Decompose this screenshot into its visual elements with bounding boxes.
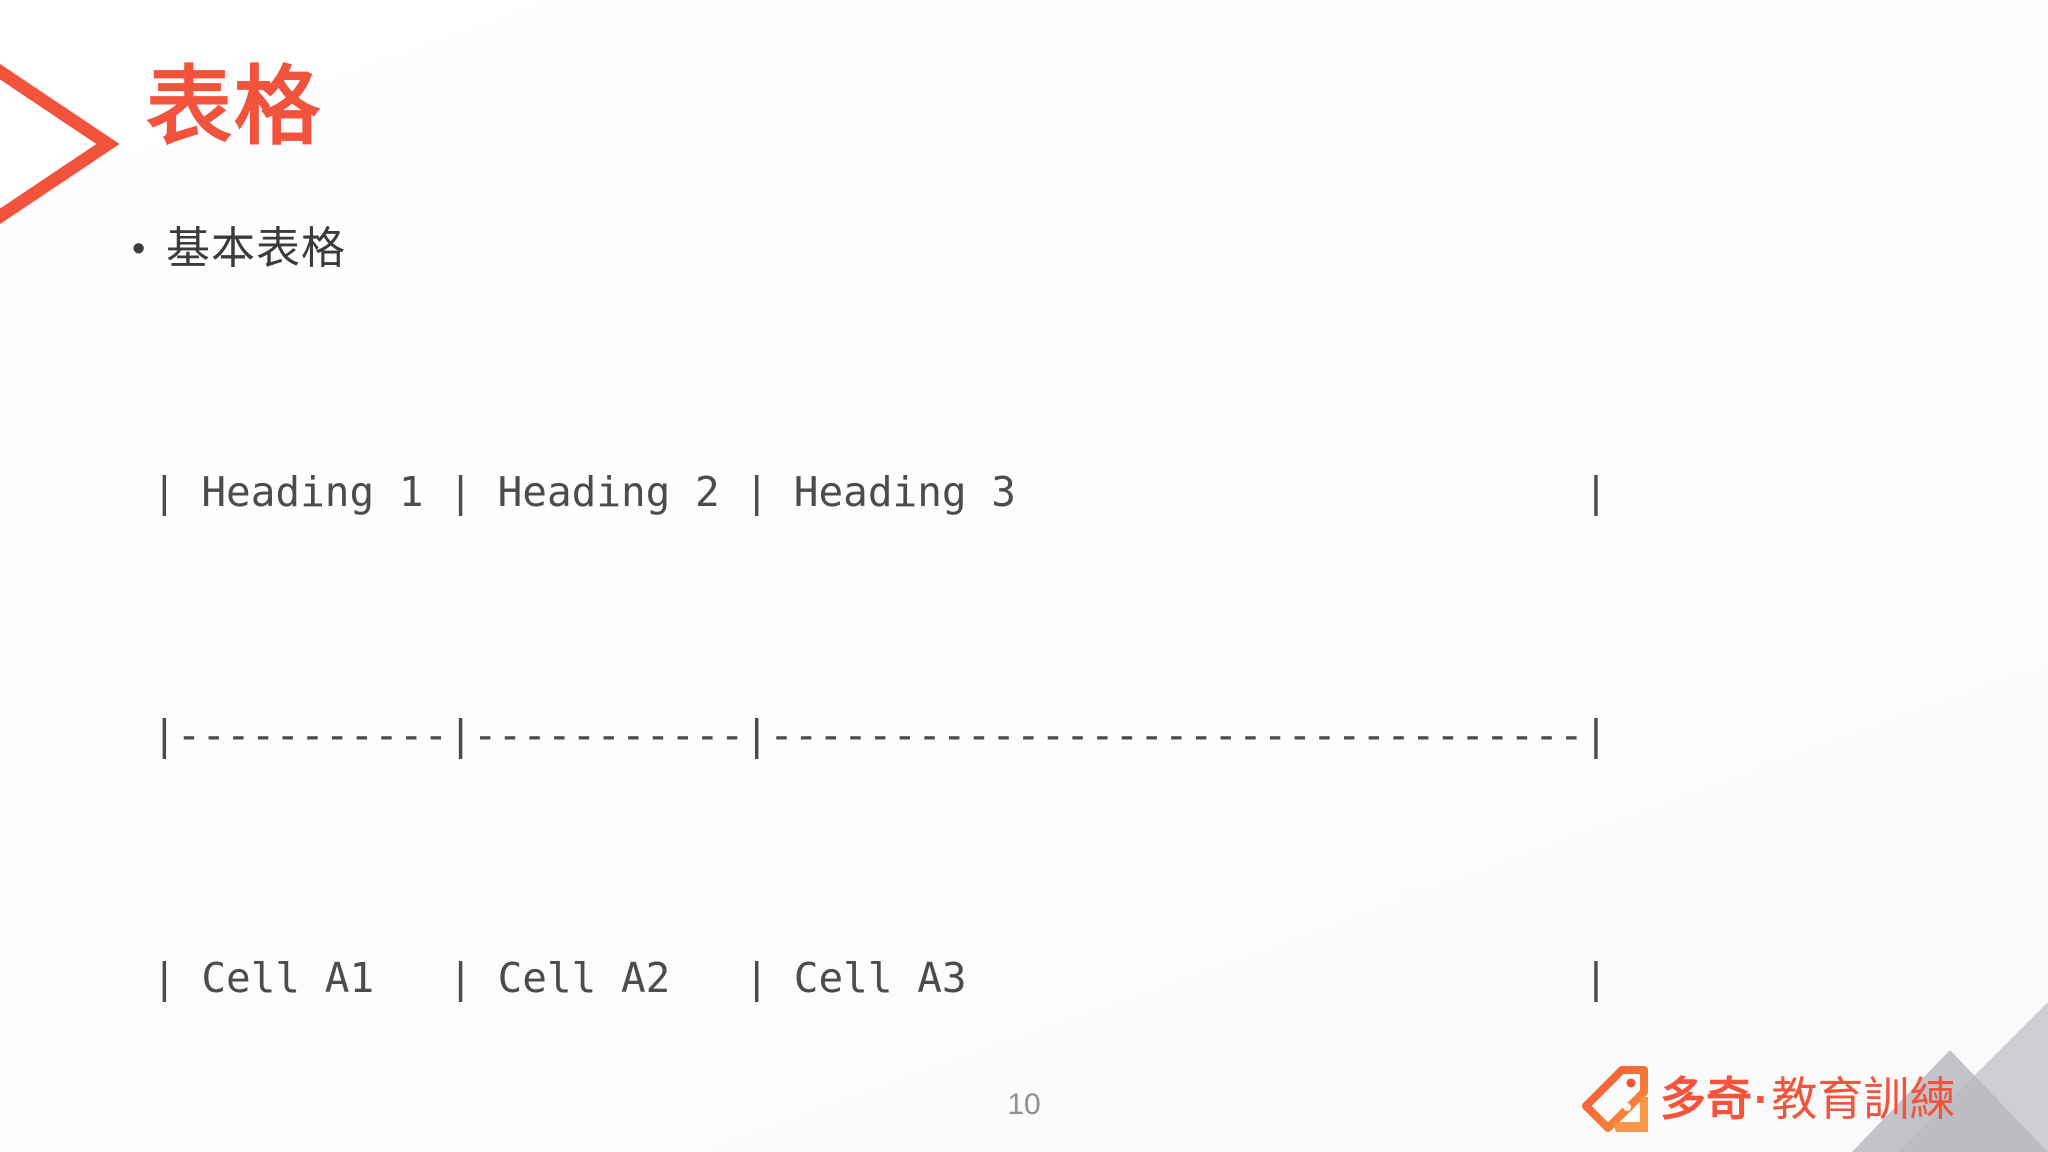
bullet-item-basic-table: • 基本表格 [128,218,1928,280]
bullet-heading: 基本表格 [166,224,346,273]
logo-brand: 多奇 [1660,1073,1752,1125]
page-number: 10 [1007,1088,1041,1121]
table-row: |-----------|-----------|---------------… [152,711,1609,759]
markdown-table-basic: | Heading 1 | Heading 2 | Heading 3 | |-… [152,290,1928,1152]
table-row: | Cell A1 | Cell A2 | Cell A3 | [152,954,1609,1002]
brand-logo: 多奇 · 教育訓練 [1582,1062,1955,1136]
price-tag-icon [1582,1066,1648,1132]
slide-body: • 基本表格 | Heading 1 | Heading 2 | Heading… [128,218,1928,1152]
logo-suffix: 教育訓練 [1771,1073,1956,1125]
bullet-dot-icon: • [132,228,146,270]
table-row: | Heading 1 | Heading 2 | Heading 3 | [152,468,1609,516]
logo-wordmark: 多奇 · 教育訓練 [1660,1076,1955,1122]
page-title: 表格 [146,59,322,155]
logo-separator: · [1754,1073,1770,1125]
